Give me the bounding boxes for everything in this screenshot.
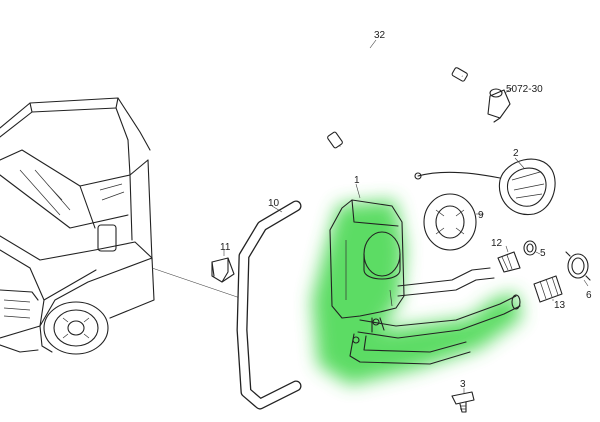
part-9-gasket [423, 193, 484, 251]
callout-5072-30: 5072-30 [506, 84, 543, 95]
part-5-clip [523, 240, 541, 256]
callout-9: 9 [478, 210, 484, 221]
callout-12: 12 [491, 238, 503, 249]
part-5072-30-connector [487, 87, 513, 123]
callout-1: 1 [354, 175, 360, 186]
callout-5: 5 [540, 248, 546, 259]
part-1-expansion-tank [329, 183, 521, 365]
part-32-hose [310, 39, 468, 149]
callout-2: 2 [513, 148, 519, 159]
callout-3: 3 [460, 379, 466, 390]
part-13-hose-stub [533, 275, 563, 303]
highlight-glow [312, 200, 522, 385]
callout-10: 10 [268, 198, 280, 209]
van-cab-illustration [0, 97, 155, 355]
callout-32: 32 [374, 30, 386, 41]
part-12-hose-stub [497, 245, 521, 273]
callout-11: 11 [220, 242, 231, 253]
part-2-filler-cap [414, 157, 556, 216]
callout-13: 13 [554, 300, 566, 311]
part-3-screw [451, 388, 475, 413]
part-6-clamp [565, 251, 591, 287]
part-10-pipe [236, 200, 302, 410]
callout-6: 6 [586, 290, 592, 301]
part-11-grommet [211, 250, 235, 283]
leader-van [151, 267, 247, 301]
